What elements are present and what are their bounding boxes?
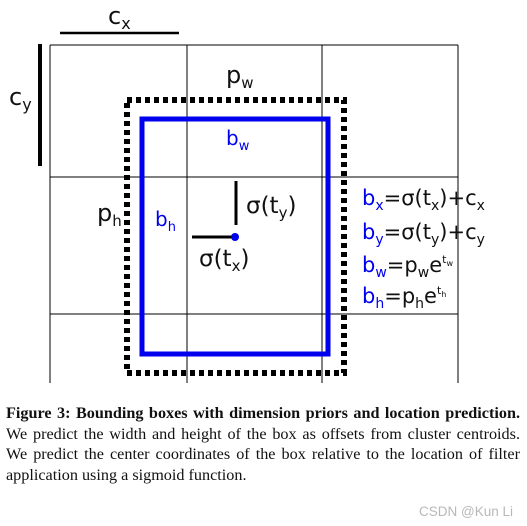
prior-box — [124, 97, 347, 376]
watermark: CSDN @Kun Li — [419, 504, 513, 519]
figure-title: Bounding boxes with dimension priors and… — [75, 404, 521, 422]
figure-description: We predict the width and height of the b… — [6, 424, 520, 484]
bw-label: bw — [226, 126, 250, 154]
bounding-box-diagram: cx cy pw ph bw bh σ(ty) σ(tx) bx=σ(tx)+c… — [9, 2, 485, 383]
sigma-tx-label: σ(tx) — [199, 246, 249, 275]
cx-label: cx — [108, 2, 131, 33]
sigma-ty-label: σ(ty) — [246, 193, 296, 222]
cy-label: cy — [9, 83, 32, 114]
figure-caption: Figure 3: Bounding boxes with dimension … — [6, 403, 520, 485]
equation-bw: bw=pwetw — [362, 253, 453, 281]
pw-label: pw — [226, 61, 254, 92]
ph-label: ph — [97, 199, 122, 230]
equation-bh: bh=pheth — [362, 284, 446, 312]
grid — [49, 44, 459, 383]
equation-bx: bx=σ(tx)+cx — [362, 186, 485, 214]
equations: bx=σ(tx)+cx by=σ(ty)+cy bw=pwetw bh=phet… — [362, 186, 485, 312]
equation-by: by=σ(ty)+cy — [362, 220, 485, 248]
figure-label: Figure 3: — [6, 404, 71, 422]
bh-label: bh — [155, 207, 176, 235]
box-center-point — [231, 233, 239, 241]
predicted-box — [139, 116, 331, 357]
